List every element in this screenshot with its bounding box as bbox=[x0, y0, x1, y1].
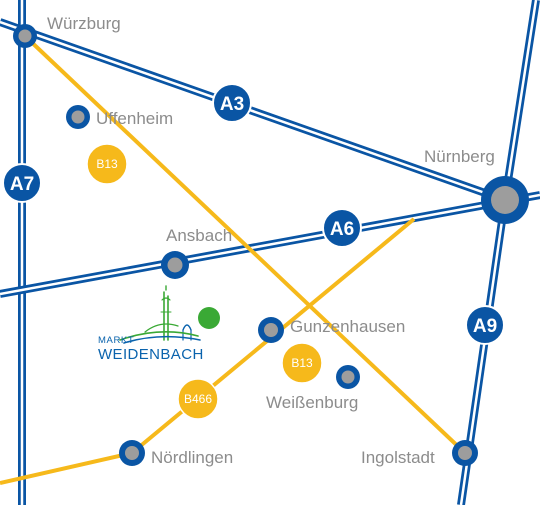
shield-b13-north: B13 bbox=[86, 143, 128, 185]
logo-text-weidenbach: WEIDENBACH bbox=[98, 346, 204, 363]
shield-a3: A3 bbox=[212, 83, 252, 123]
label-uffenheim: Uffenheim bbox=[96, 109, 173, 128]
shield-a9: A9 bbox=[465, 305, 505, 345]
label-ansbach: Ansbach bbox=[166, 226, 232, 245]
svg-text:A7: A7 bbox=[10, 174, 34, 195]
logo-text-markt: MARKT bbox=[98, 335, 134, 346]
svg-text:B466: B466 bbox=[184, 392, 212, 406]
svg-text:A6: A6 bbox=[330, 219, 354, 240]
node-wuerzburg[interactable] bbox=[13, 24, 37, 48]
node-uffenheim[interactable] bbox=[66, 105, 90, 129]
svg-text:B13: B13 bbox=[96, 157, 118, 171]
svg-text:A3: A3 bbox=[220, 94, 244, 115]
svg-text:B13: B13 bbox=[291, 356, 313, 370]
motorway-a9-line bbox=[457, 0, 540, 505]
federal-road-shields: B13 B13 B466 bbox=[86, 143, 323, 420]
label-ingolstadt: Ingolstadt bbox=[361, 448, 435, 467]
node-ansbach[interactable] bbox=[161, 251, 189, 279]
shield-b13-south: B13 bbox=[281, 342, 323, 384]
label-weissenburg: Weißenburg bbox=[266, 393, 358, 412]
shield-a7: A7 bbox=[2, 163, 42, 203]
church-tower-icon bbox=[119, 285, 201, 344]
city-nodes bbox=[13, 24, 529, 466]
road-b466-line bbox=[0, 451, 133, 485]
city-labels: Würzburg Uffenheim Nürnberg Ansbach Gunz… bbox=[47, 14, 495, 467]
motorway-a6-line bbox=[0, 191, 540, 298]
shield-b466: B466 bbox=[177, 378, 219, 420]
motorway-a3-line bbox=[0, 18, 507, 204]
node-nuernberg[interactable] bbox=[481, 176, 529, 224]
location-marker[interactable] bbox=[198, 307, 220, 329]
label-noerdlingen: Nördlingen bbox=[151, 448, 233, 467]
label-nuernberg: Nürnberg bbox=[424, 147, 495, 166]
shield-a6: A6 bbox=[322, 208, 362, 248]
node-noerdlingen[interactable] bbox=[119, 440, 145, 466]
svg-text:A9: A9 bbox=[473, 316, 497, 337]
label-wuerzburg: Würzburg bbox=[47, 14, 121, 33]
node-weissenburg[interactable] bbox=[336, 365, 360, 389]
node-gunzenhausen[interactable] bbox=[258, 317, 284, 343]
label-gunzenhausen: Gunzenhausen bbox=[290, 317, 405, 336]
autobahn-shields: A3 A6 A7 A9 bbox=[2, 83, 505, 345]
markt-weidenbach-logo: MARKT WEIDENBACH bbox=[98, 285, 204, 363]
node-ingolstadt[interactable] bbox=[452, 440, 478, 466]
road-b13-line bbox=[23, 34, 467, 455]
